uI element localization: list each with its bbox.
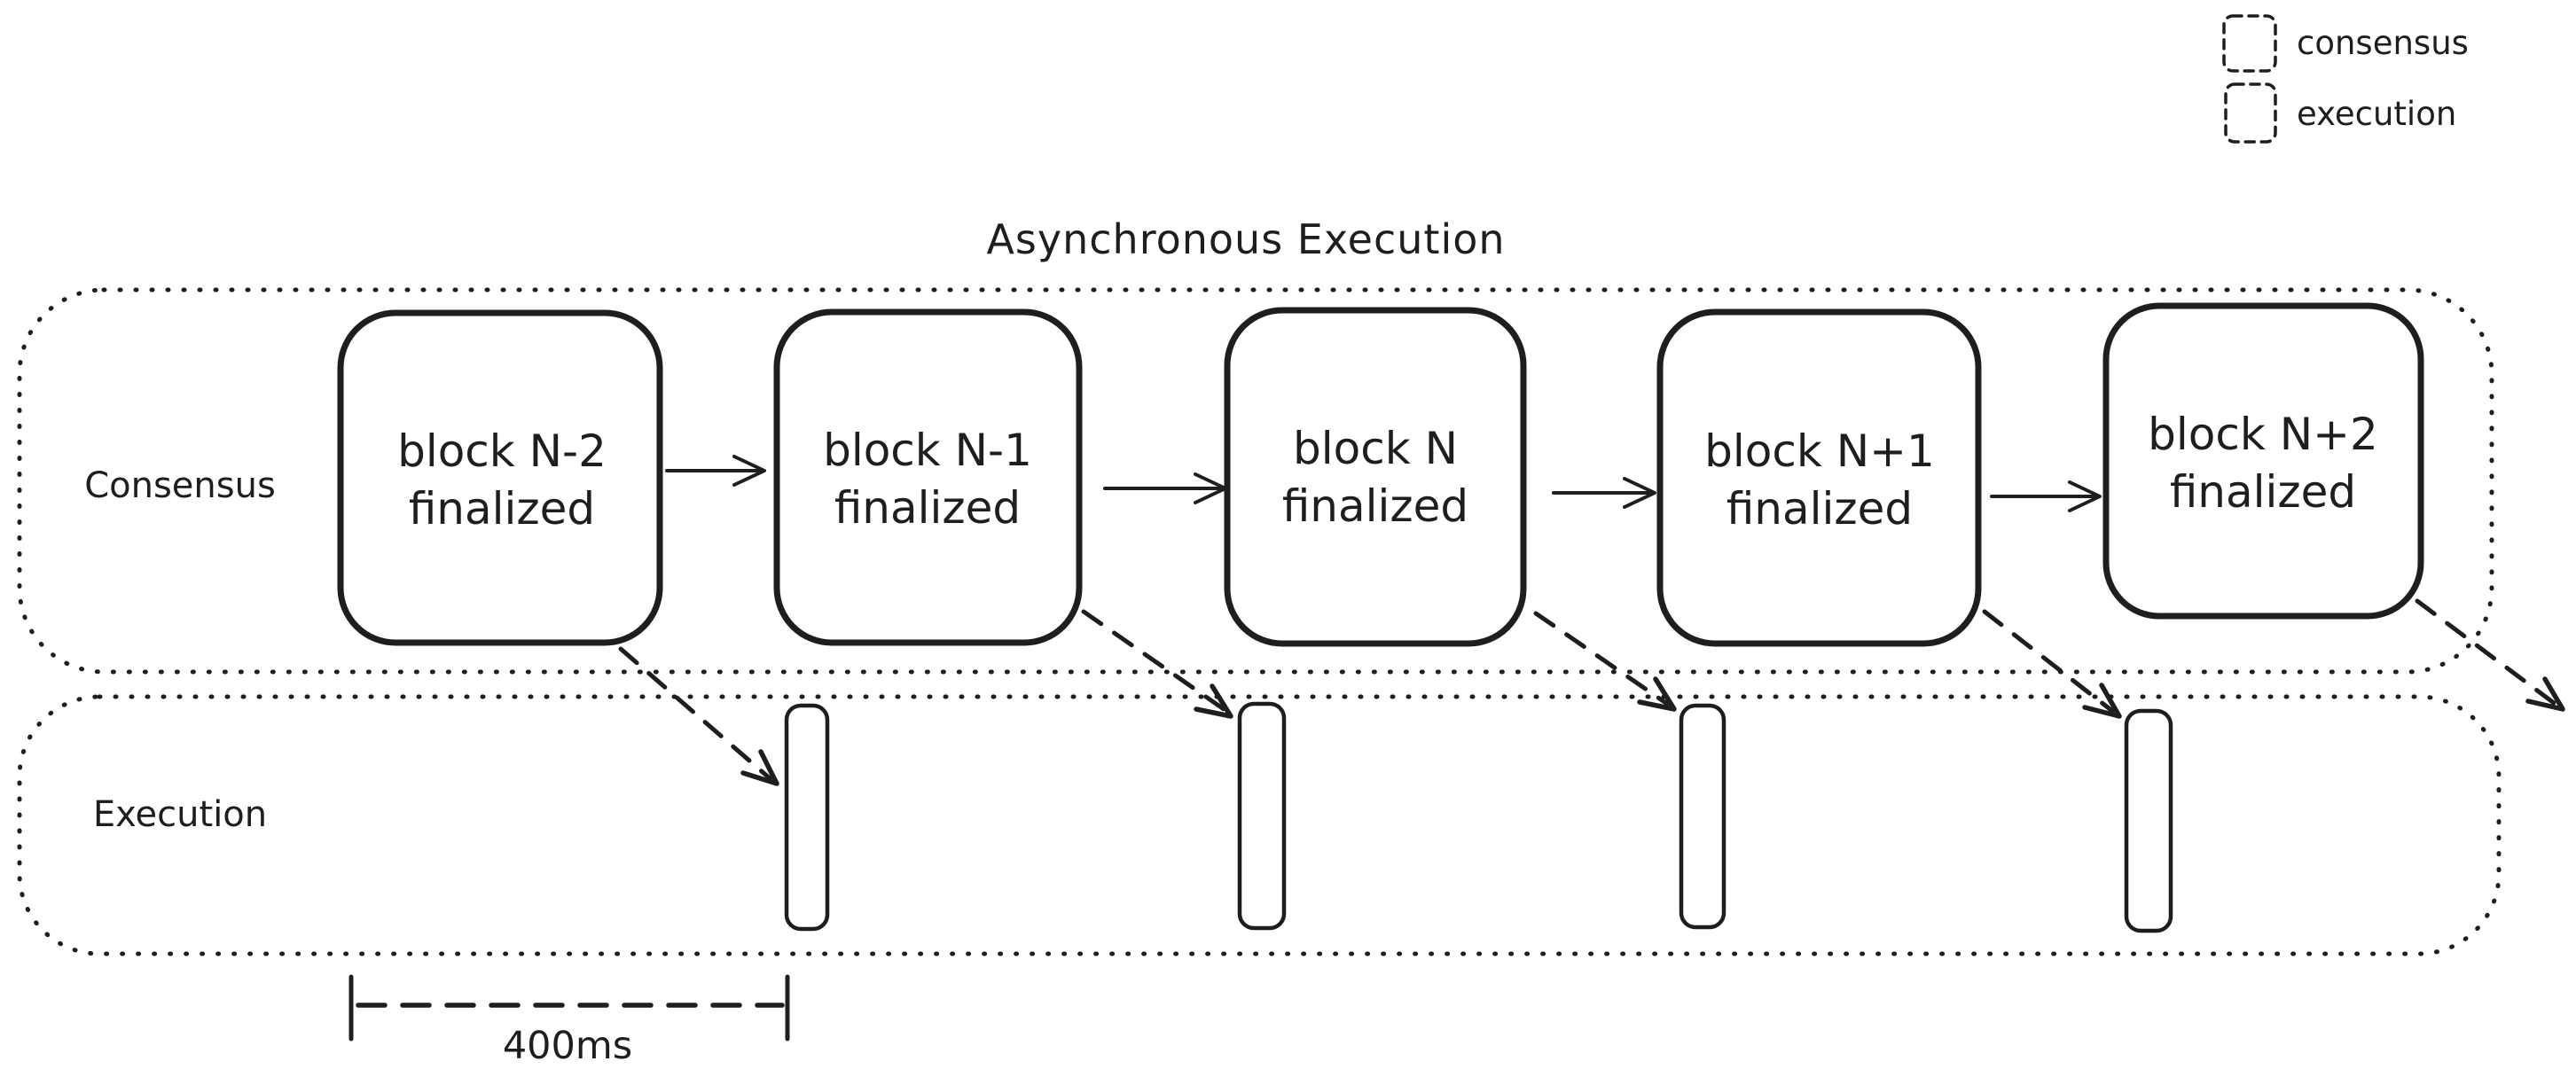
legend-execution-label: execution (2297, 95, 2456, 133)
block-n-label-line2: finalized (1282, 480, 1468, 532)
block-n-2-label-line2: finalized (409, 483, 595, 535)
execution-bar-1 (784, 703, 830, 932)
block-n-shape (1224, 307, 1527, 647)
block-n-2: block N-2 finalized (337, 309, 663, 646)
block-n-2-label-line1: block N-2 (397, 425, 607, 477)
legend-execution-swatch (2224, 82, 2277, 144)
block-n-plus-1-label-line1: block N+1 (1704, 425, 1935, 477)
arrowhead (740, 749, 779, 786)
arrowhead (1623, 477, 1656, 509)
block-n-1-label-line2: finalized (834, 482, 1021, 534)
consensus-lane: Consensus (17, 287, 2494, 675)
arrowhead (2525, 676, 2565, 712)
dashed-arrow-n-1-to-execution (1081, 609, 1233, 719)
dashed-arrow-n-plus-1-to-execution (1982, 609, 2122, 719)
block-n-plus-1: block N+1 finalized (1656, 308, 1982, 647)
block-n-2-shape (337, 309, 663, 646)
block-n-1-label-line1: block N-1 (823, 425, 1032, 476)
execution-lane: Execution (17, 694, 2502, 956)
consensus-lane-border (17, 287, 2494, 675)
dashed-arrow-n-to-execution (1533, 611, 1677, 712)
execution-bar-2 (1237, 701, 1287, 931)
arrow-n-1-to-n (1103, 472, 1227, 504)
block-n-label-line1: block N (1293, 423, 1458, 474)
execution-bar-4 (2124, 708, 2173, 933)
arrow-n-to-n-plus-1 (1552, 477, 1656, 509)
block-n-1-shape (773, 308, 1083, 646)
consensus-lane-label: Consensus (84, 465, 276, 506)
arrow-n-2-to-n-1 (665, 455, 766, 487)
block-n-plus-2-shape (2102, 302, 2424, 620)
legend: consensus execution (2222, 14, 2469, 144)
block-n-plus-1-shape (1656, 308, 1982, 647)
arrow-n-plus-1-to-n-plus-2 (1990, 480, 2102, 512)
block-n-plus-2-label-line1: block N+2 (2148, 409, 2378, 460)
block-n-plus-1-label-line2: finalized (1726, 483, 1913, 535)
block-n-plus-2-label-line2: finalized (2170, 466, 2356, 518)
arrowhead (1194, 683, 1233, 719)
measurement-ruler: 400ms (348, 974, 790, 1068)
legend-consensus-swatch (2222, 14, 2277, 73)
execution-bar-3 (1679, 703, 1726, 930)
dashed-arrow-n-2-to-execution (618, 646, 779, 786)
diagram-title: Asynchronous Execution (986, 215, 1505, 263)
legend-consensus-label: consensus (2297, 24, 2469, 62)
arrowhead (1637, 676, 1677, 712)
arrowhead (1194, 472, 1227, 504)
execution-lane-label: Execution (93, 794, 267, 835)
measurement-label: 400ms (503, 1024, 632, 1068)
dashed-arrow-n-plus-2-to-offscreen (2415, 598, 2565, 712)
arrowhead (2068, 480, 2102, 512)
block-n-1: block N-1 finalized (773, 308, 1083, 646)
block-n-plus-2: block N+2 finalized (2102, 302, 2424, 620)
arrowhead (732, 455, 766, 487)
block-n: block N finalized (1224, 307, 1527, 647)
arrowhead (2082, 683, 2122, 719)
